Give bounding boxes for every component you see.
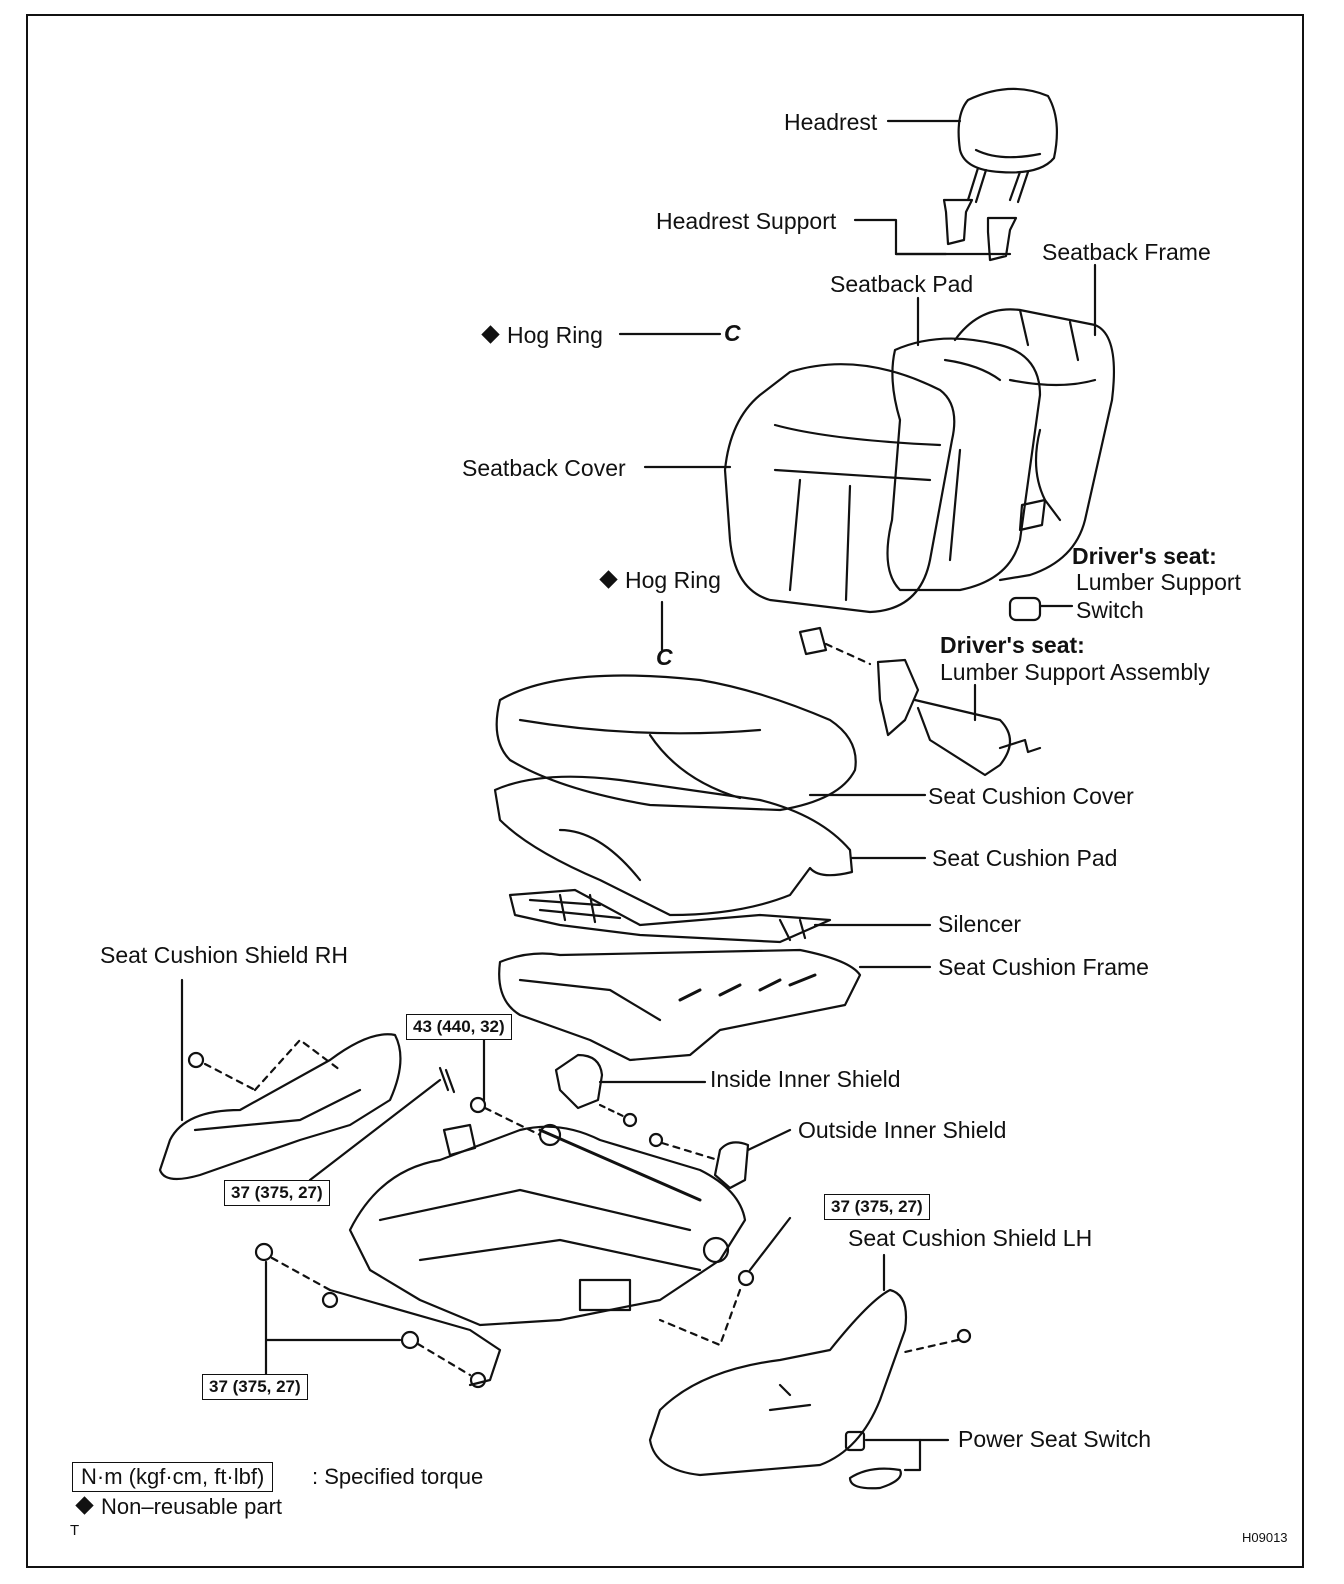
label-headrest: Headrest <box>784 109 878 135</box>
torque-3-leader <box>748 1216 792 1272</box>
hog-ring-lower-clip-mark: C <box>656 644 673 670</box>
label-seat-cushion-cover: Seat Cushion Cover <box>928 783 1134 809</box>
label-inside-inner-shield: Inside Inner Shield <box>710 1066 901 1092</box>
label-hog-ring-upper: Hog Ring <box>481 322 603 348</box>
label-seatback-cover: Seatback Cover <box>462 455 626 481</box>
torque-spec-2: 37 (375, 27) <box>224 1180 330 1206</box>
lumber-assembly-drawing <box>798 626 1042 777</box>
legend-nonreusable: Non–reusable part <box>75 1494 283 1520</box>
label-lumber-switch-line2: Switch <box>1076 597 1144 623</box>
label-lumber-assembly: Lumber Support Assembly <box>940 659 1210 685</box>
label-hog-ring-lower-text: Hog Ring <box>625 567 721 593</box>
silencer-drawing <box>508 888 932 944</box>
seat-cushion-frame-drawing <box>498 948 932 1062</box>
label-drivers-seat-assembly: Driver's seat: <box>940 632 1085 658</box>
label-headrest-support: Headrest Support <box>656 208 837 234</box>
seat-cushion-cover-drawing <box>495 674 927 812</box>
label-seatback-frame: Seatback Frame <box>1042 239 1211 265</box>
torque-4-leader <box>264 1260 402 1377</box>
shield-lh-drawing <box>648 1253 972 1477</box>
torque-spec-3: 37 (375, 27) <box>824 1194 930 1220</box>
torque-spec-4: 37 (375, 27) <box>202 1374 308 1400</box>
headrest-support-drawing <box>853 198 1018 262</box>
label-seatback-pad: Seatback Pad <box>830 271 974 297</box>
diagram-frame <box>26 14 1304 1568</box>
outside-inner-shield-drawing <box>648 1128 792 1190</box>
corner-mark: T <box>70 1522 80 1539</box>
headrest-drawing <box>957 87 1058 204</box>
label-outside-inner-shield: Outside Inner Shield <box>798 1117 1007 1143</box>
label-seat-cushion-shield-rh: Seat Cushion Shield RH <box>100 942 349 968</box>
shield-rh-drawing <box>158 978 402 1181</box>
label-hog-ring-upper-text: Hog Ring <box>507 322 603 348</box>
seat-cushion-pad-drawing <box>493 775 927 917</box>
label-seat-cushion-shield-lh: Seat Cushion Shield LH <box>848 1225 1093 1251</box>
seatback-cover-drawing <box>643 363 956 614</box>
label-power-seat-switch: Power Seat Switch <box>958 1426 1152 1452</box>
legend-unit-desc: : Specified torque <box>312 1464 484 1489</box>
lumber-switch-drawing <box>1008 596 1074 622</box>
label-lumber-switch-line1: Lumber Support <box>1076 569 1241 595</box>
label-seat-cushion-frame: Seat Cushion Frame <box>938 954 1149 980</box>
label-silencer: Silencer <box>938 911 1022 937</box>
inside-inner-shield-drawing <box>554 1053 707 1128</box>
seatback-pad-drawing <box>886 296 1042 592</box>
torque-spec-1: 43 (440, 32) <box>406 1014 512 1040</box>
label-seat-cushion-pad: Seat Cushion Pad <box>932 845 1118 871</box>
power-switch-drawing <box>844 1430 950 1490</box>
legend-unit-box: N·m (kgf·cm, ft·lbf) <box>72 1462 274 1492</box>
hog-ring-upper-clip-mark: C <box>724 320 741 346</box>
nonreusable-diamond-icon <box>481 325 500 344</box>
legend-nonreusable-text: Non–reusable part <box>101 1494 283 1519</box>
seatback-frame-drawing <box>953 263 1115 582</box>
label-drivers-seat-switch: Driver's seat: <box>1072 543 1217 569</box>
nonreusable-diamond-icon <box>75 1496 94 1515</box>
seat-track-drawing <box>254 1066 755 1389</box>
torque-2-leader <box>308 1078 442 1182</box>
label-hog-ring-lower: Hog Ring <box>599 567 721 593</box>
nonreusable-diamond-icon <box>599 570 618 589</box>
figure-code: H09013 <box>1242 1530 1288 1545</box>
